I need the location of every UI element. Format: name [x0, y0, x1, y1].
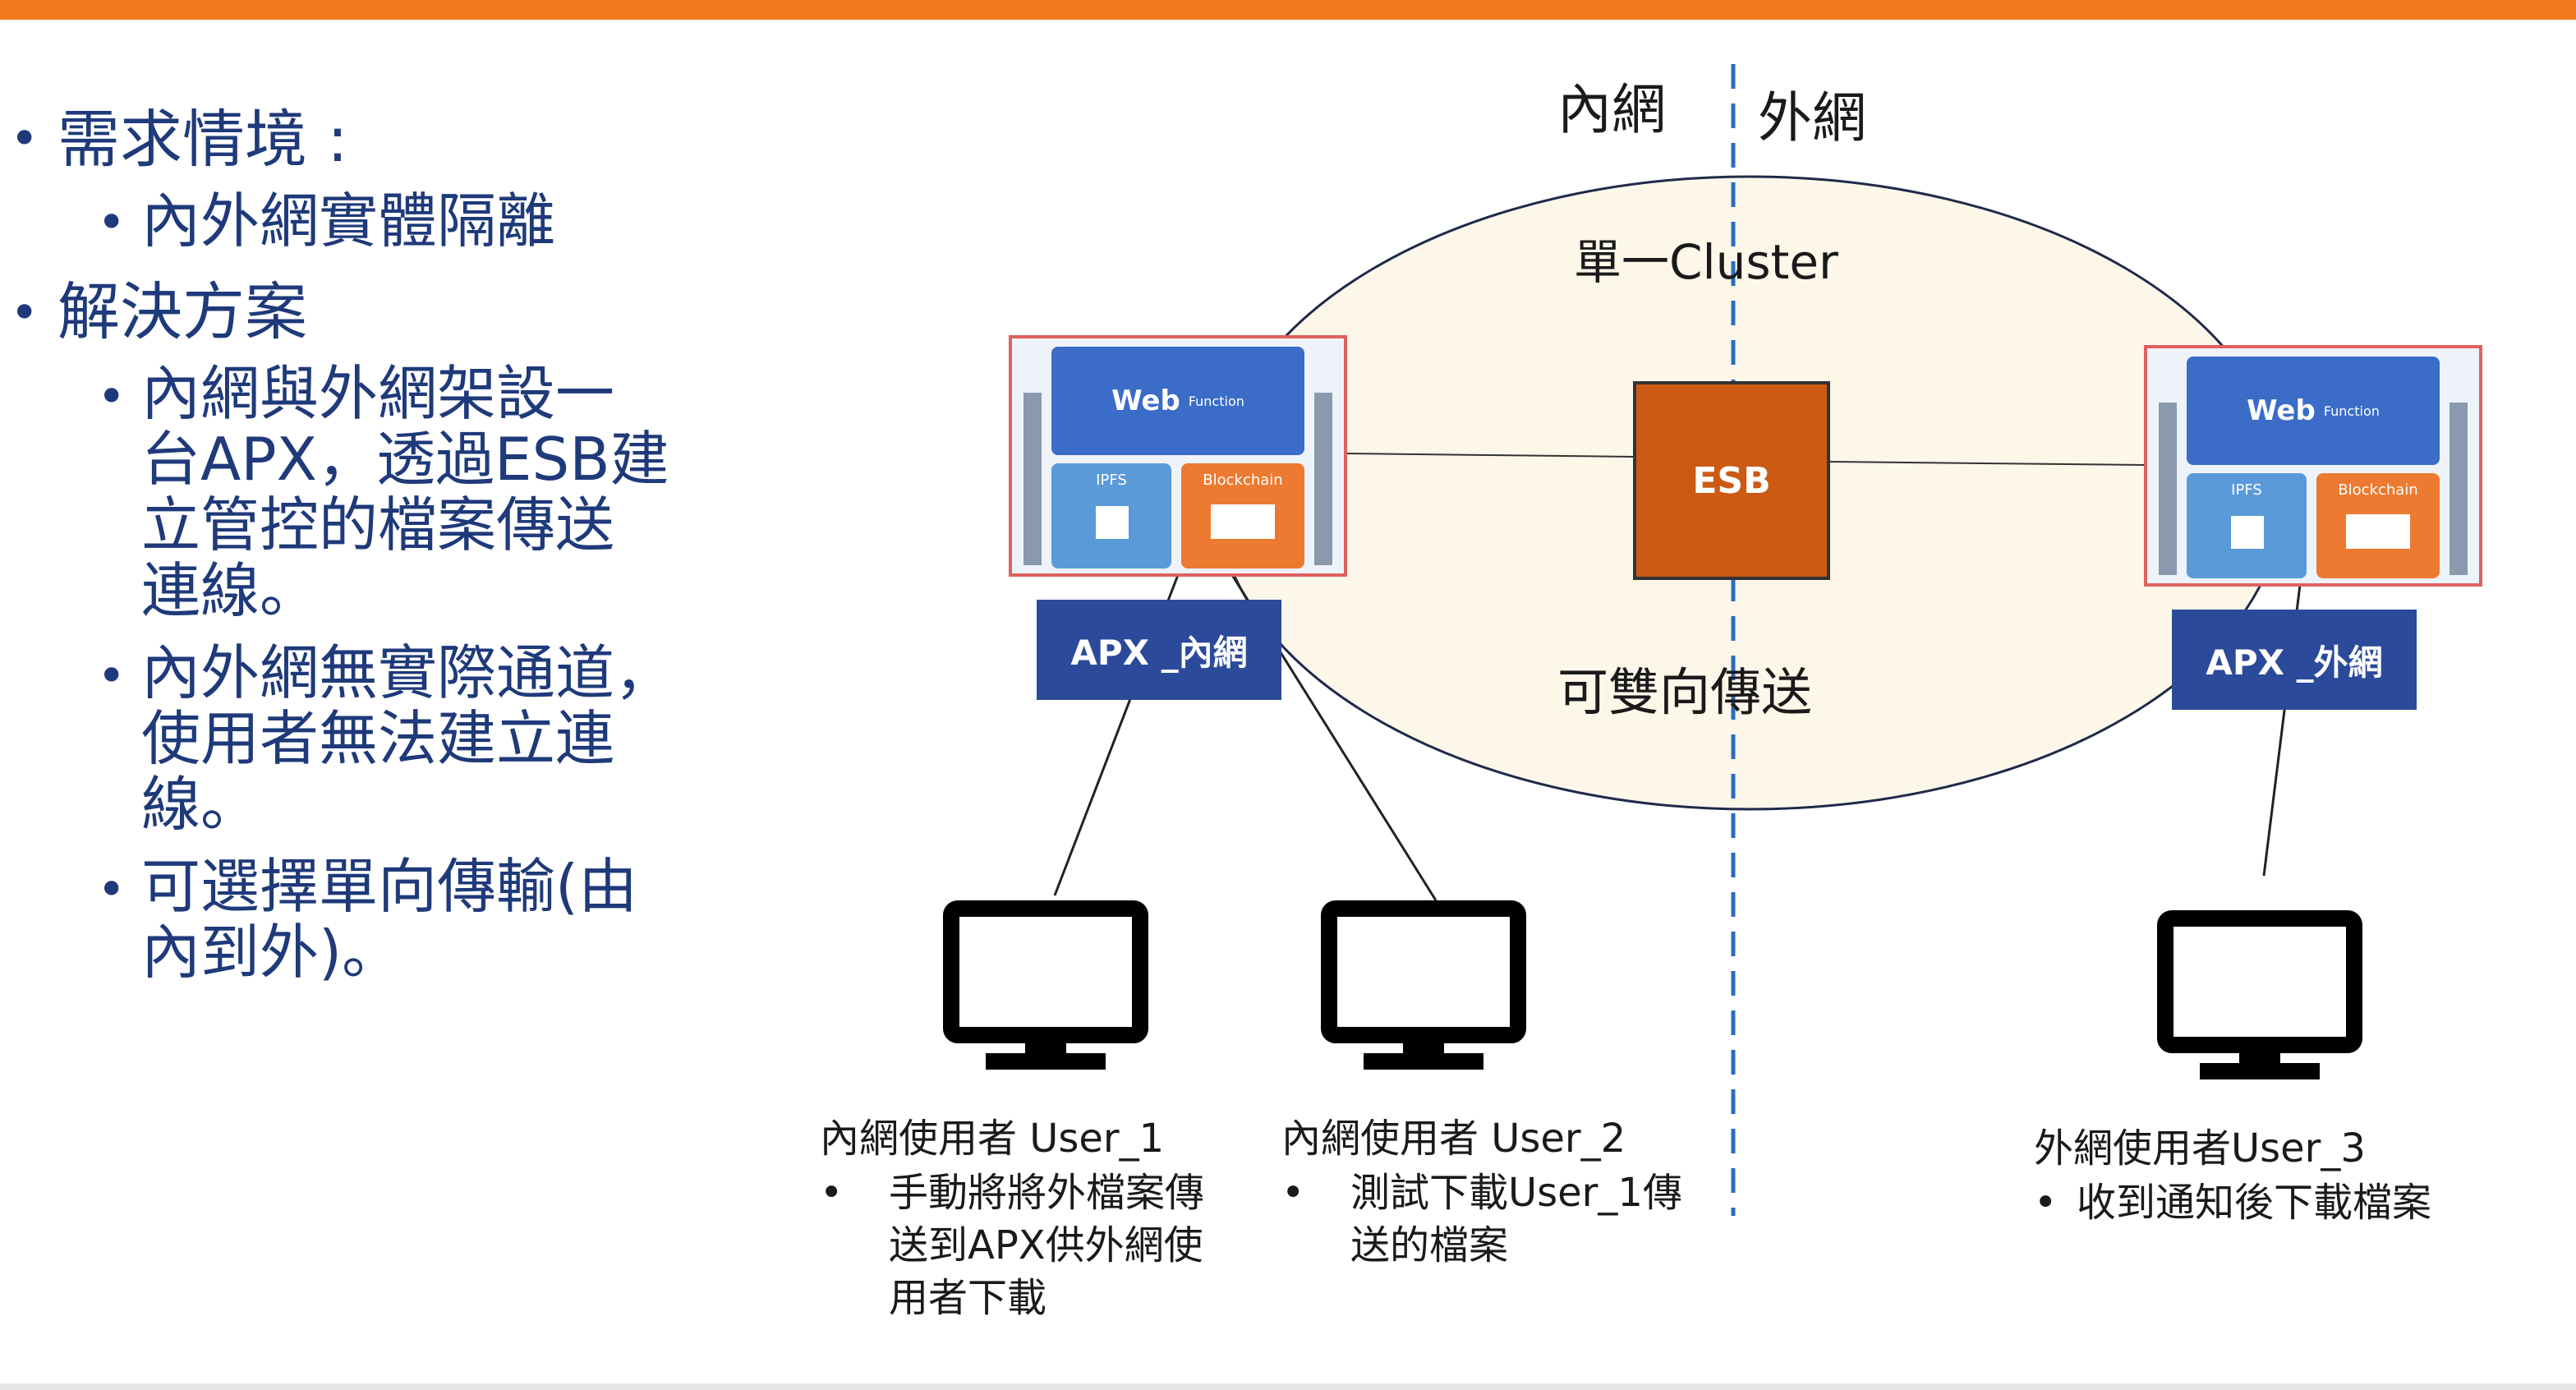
apx-external-label: APX _外網: [2206, 642, 2383, 683]
ipfs-label: IPFS: [2231, 481, 2262, 499]
solution-heading: 解決方案: [58, 275, 307, 348]
bullet-dot: •: [97, 194, 126, 251]
monitor-icon-user2: [1321, 900, 1526, 1070]
ipfs-icon: [1096, 506, 1129, 539]
top-accent-bar: [0, 0, 2576, 20]
ipfs-block: IPFS: [2187, 473, 2307, 578]
ipfs-icon: [2231, 516, 2264, 549]
solution-item-1-line-3: 立管控的檔案傳送: [141, 490, 615, 559]
bullet-dot: •: [1281, 1170, 1305, 1216]
bullet-dot: •: [10, 284, 39, 342]
blockchain-label: Blockchain: [2338, 481, 2418, 499]
web-label: Web: [2247, 394, 2316, 427]
module-side-bar: [2159, 403, 2177, 575]
web-sub-label: Function: [2323, 403, 2380, 419]
bullet-list: • 需求情境 : • 內外網實體隔離 • 解決方案 • 內網與外網架設一 台AP…: [0, 0, 723, 1068]
bullet-dot: •: [10, 110, 39, 168]
solution-item-3-line-1: 可選擇單向傳輸(由: [141, 852, 638, 921]
ipfs-block: IPFS: [1051, 463, 1171, 568]
blockchain-block: Blockchain: [1181, 463, 1304, 568]
link-internal-esb: [1345, 453, 1635, 458]
cluster-label: 單一Cluster: [1574, 234, 1838, 290]
blockchain-block: Blockchain: [2316, 473, 2440, 578]
apx-module-external: Web Function IPFS Blockchain: [2144, 345, 2482, 587]
solution-item-1-line-2: 台APX，透過ESB建: [141, 425, 669, 494]
link-esb-external: [1828, 461, 2146, 466]
user1-description: • 手動將將外檔案傳 送到APX供外網使 用者下載: [820, 1167, 1280, 1331]
apx-internal-label: APX _內網: [1070, 632, 1248, 673]
solution-item-3-line-2: 內到外)。: [141, 918, 402, 987]
blockchain-icon: [1211, 504, 1275, 539]
user1-line-2: 送到APX供外網使: [889, 1222, 1203, 1268]
web-function-block: Web Function: [1051, 347, 1304, 455]
web-function-block: Web Function: [2187, 357, 2440, 465]
requirements-heading: 需求情境 :: [58, 103, 348, 176]
user2-title: 內網使用者 User_2: [1281, 1116, 1626, 1162]
module-side-bar: [2450, 403, 2468, 575]
ipfs-label: IPFS: [1096, 472, 1127, 489]
module-side-bar: [1024, 393, 1042, 565]
solution-item-2-line-1: 內外網無實際通道，: [141, 638, 674, 707]
web-label: Web: [1111, 384, 1180, 417]
user3-title: 外網使用者User_3: [2034, 1125, 2366, 1171]
user2-line-1: 測試下載User_1傳: [1350, 1170, 1682, 1216]
module-side-bar: [1314, 393, 1332, 565]
monitor-icon-user1: [943, 900, 1148, 1070]
bullet-dot: •: [820, 1170, 844, 1216]
esb-label: ESB: [1692, 459, 1771, 502]
monitor-icon-user3: [2157, 910, 2362, 1079]
bullet-dot: •: [97, 647, 126, 705]
user2-line-2: 送的檔案: [1350, 1222, 1509, 1268]
user3-description: • 收到通知後下載檔案: [2034, 1176, 2494, 1234]
solution-item-1-line-4: 連線。: [141, 556, 320, 625]
bottom-divider: [0, 1383, 2576, 1390]
requirement-item: 內外網實體隔離: [141, 186, 556, 255]
apx-module-internal: Web Function IPFS Blockchain: [1009, 335, 1347, 577]
user1-title: 內網使用者 User_1: [820, 1116, 1165, 1162]
apx-external-box: APX _外網: [2172, 610, 2417, 710]
bullet-dot: •: [97, 368, 126, 426]
solution-item-2-line-3: 線。: [141, 770, 260, 839]
zone-external-label: 外網: [1758, 86, 1866, 150]
solution-item-1-line-1: 內網與外網架設一: [141, 359, 615, 428]
web-sub-label: Function: [1188, 393, 1244, 409]
bullet-dot: •: [2034, 1180, 2058, 1226]
esb-box: ESB: [1633, 381, 1830, 580]
blockchain-icon: [2346, 514, 2410, 549]
bullet-dot: •: [97, 861, 126, 918]
bidirectional-label: 可雙向傳送: [1557, 662, 1813, 722]
user3-line-1: 收到通知後下載檔案: [2077, 1180, 2432, 1226]
user2-description: • 測試下載User_1傳 送的檔案: [1281, 1167, 1709, 1282]
zone-internal-label: 內網: [1557, 78, 1666, 141]
solution-item-2-line-2: 使用者無法建立連: [141, 704, 615, 773]
apx-internal-box: APX _內網: [1037, 600, 1281, 700]
user1-line-3: 用者下載: [889, 1275, 1047, 1321]
blockchain-label: Blockchain: [1203, 472, 1283, 489]
user1-line-1: 手動將將外檔案傳: [889, 1170, 1205, 1216]
